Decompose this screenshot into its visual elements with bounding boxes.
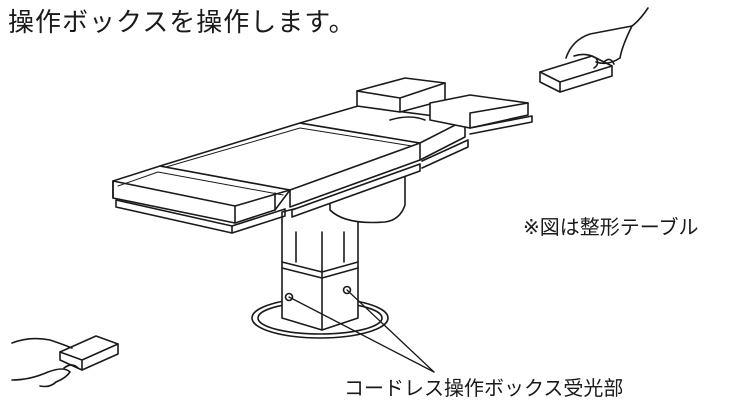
instruction-heading: 操作ボックスを操作します。 [8, 8, 356, 38]
table-type-note: ※図は整形テーブル [523, 215, 699, 239]
table-side-rail [115, 115, 533, 234]
hand-holding-remote-lower [11, 335, 119, 388]
hand-holding-remote-upper [539, 7, 649, 93]
table-top [112, 77, 529, 224]
table-pedestal-column [281, 221, 359, 331]
receiver-leader-lines [288, 289, 435, 373]
cordless-receiver-sensor [284, 285, 352, 302]
receiver-callout-label: コードレス操作ボックス受光部 [344, 376, 624, 400]
